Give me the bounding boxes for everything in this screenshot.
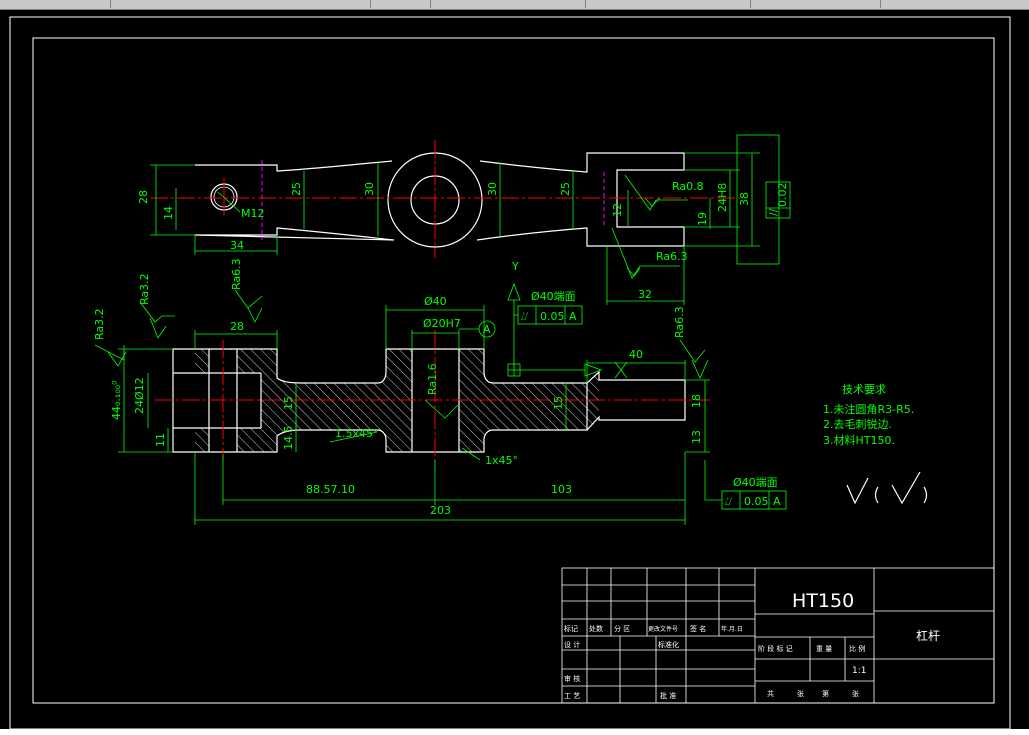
dim-d20h7: Ø20H7 xyxy=(423,317,461,330)
scale-value: 1:1 xyxy=(852,666,866,676)
tb-label-design: 设 计 xyxy=(564,640,580,649)
toolbar-segment[interactable] xyxy=(430,0,586,8)
status-strip xyxy=(0,729,1029,735)
fcf-bottom-symbol: ⌰ xyxy=(725,495,733,508)
tb-label-weight: 重 量 xyxy=(816,645,832,653)
inner-frame xyxy=(32,37,995,704)
top-view: 28 14 34 M12 25 30 30 25 12 19 24H8 38 3… xyxy=(137,134,791,305)
dim-11: 11 xyxy=(154,433,167,447)
dim-25-right: 25 xyxy=(559,182,572,196)
tb-label-standard: 标准化 xyxy=(658,640,679,649)
tb-label-change-doc: 更改文件号 xyxy=(648,625,678,633)
tb-label-review: 审 核 xyxy=(564,674,580,683)
dim-103: 103 xyxy=(551,483,572,496)
toolbar-segment[interactable] xyxy=(750,0,881,8)
title-block xyxy=(561,567,995,704)
datum-a-label: A xyxy=(483,323,491,336)
fcf-bottom-value: 0.05 xyxy=(744,495,769,508)
dim-30-right: 30 xyxy=(486,182,499,196)
dim-88-57-10: 88.57.10 xyxy=(306,483,355,496)
cad-toolbar-strip xyxy=(0,0,1029,10)
dim-24h8: 24H8 xyxy=(716,183,729,212)
fcf-top-symbol: ⌰ xyxy=(521,310,529,323)
axis-y-label: Y xyxy=(511,260,519,273)
fcf-top-datum: A xyxy=(569,310,577,323)
dim-d40: Ø40 xyxy=(424,295,447,308)
dim-12-top: 12 xyxy=(611,203,624,217)
roughness-ra63-a: Ra6.3 xyxy=(230,258,243,290)
fcf-bottom-label: Ø40端面 xyxy=(733,476,778,489)
chamfer-1x45: 1x45° xyxy=(485,454,518,467)
cad-drawing-canvas[interactable]: 28 14 34 M12 25 30 30 25 12 19 24H8 38 3… xyxy=(0,10,1029,729)
roughness-ra08: Ra0.8 xyxy=(672,180,704,193)
dim-32: 32 xyxy=(638,288,652,301)
dim-13: 13 xyxy=(690,430,703,444)
thread-m12: M12 xyxy=(241,207,265,220)
tb-label-scale: 比 例 xyxy=(849,644,865,653)
roughness-ra32-a: Ra3.2 xyxy=(93,308,106,340)
toolbar-segment[interactable] xyxy=(880,0,1029,8)
title-block-text: HT150 杠杆 1:1 标记 处数 分 区 更改文件号 签 名 年.月.日 设… xyxy=(564,590,940,700)
dim-30-left: 30 xyxy=(363,182,376,196)
dim-25-left: 25 xyxy=(290,182,303,196)
dim-19-top: 19 xyxy=(696,212,709,226)
dim-15-left: 15 xyxy=(282,396,295,410)
dim-15-right: 15 xyxy=(552,396,565,410)
tb-label-no: 第 xyxy=(822,689,829,698)
dim-14-5: 14.5 xyxy=(282,426,295,451)
tb-label-count: 处数 xyxy=(589,624,603,633)
dim-34-top: 34 xyxy=(230,239,244,252)
roughness-ra63-top: Ra6.3 xyxy=(656,250,688,263)
dim-203: 203 xyxy=(430,504,451,517)
toolbar-segment[interactable] xyxy=(110,0,371,8)
general-roughness-symbol xyxy=(846,471,928,505)
dim-28-front: 28 xyxy=(230,320,244,333)
note-item-1: 1.未注圆角R3-R5. xyxy=(823,402,914,416)
note-item-2: 2.去毛刺锐边. xyxy=(823,417,892,431)
chamfer-1-5x45: 1.5x45° xyxy=(335,427,379,440)
tb-label-sheets: 张 xyxy=(797,689,804,698)
front-section-view: Y 28 Ø40 Ø20H7 40 44₀.₁₀₀⁰ 24Ø12 11 15 1… xyxy=(93,258,787,525)
dim-40-right: 40 xyxy=(629,348,643,361)
tb-label-sheet: 张 xyxy=(852,689,859,698)
tb-label-stage: 阶 段 标 记 xyxy=(758,644,793,653)
dim-44: 44₀.₁₀₀⁰ xyxy=(110,380,123,420)
tb-label-date: 年.月.日 xyxy=(721,625,743,633)
technical-notes: 技术要求 1.未注圆角R3-R5. 2.去毛刺锐边. 3.材料HT150. xyxy=(823,383,928,505)
toolbar-segment[interactable] xyxy=(585,0,751,8)
note-item-3: 3.材料HT150. xyxy=(823,433,895,447)
tb-label-mark: 标记 xyxy=(564,624,578,633)
outer-frame xyxy=(9,16,1011,729)
toolbar-segment[interactable] xyxy=(370,0,431,8)
tb-label-sign: 签 名 xyxy=(690,624,706,633)
dim-14-top: 14 xyxy=(162,206,175,220)
fcf-bottom-datum: A xyxy=(773,495,781,508)
dim-18: 18 xyxy=(690,394,703,408)
tb-label-approve: 批 准 xyxy=(660,691,676,700)
parallel-symbol-top: // xyxy=(767,208,780,216)
dim-38: 38 xyxy=(738,192,751,206)
tolerance-value-top: 0.02 xyxy=(776,183,789,208)
tb-label-total: 共 xyxy=(767,689,774,698)
tb-label-process: 工 艺 xyxy=(564,692,580,700)
toolbar-segment[interactable] xyxy=(0,0,111,8)
fcf-top-label: Ø40端面 xyxy=(531,290,576,303)
tb-label-zone: 分 区 xyxy=(614,624,630,633)
dim-24: 24Ø12 xyxy=(133,377,146,414)
dim-28-top: 28 xyxy=(137,190,150,204)
roughness-ra16: Ra1.6 xyxy=(426,363,439,395)
roughness-ra32-b: Ra3.2 xyxy=(138,273,151,305)
notes-title: 技术要求 xyxy=(842,383,886,396)
part-name: 杠杆 xyxy=(916,628,940,643)
fcf-top-value: 0.05 xyxy=(540,310,565,323)
material-text: HT150 xyxy=(792,590,854,612)
roughness-ra63-b: Ra6.3 xyxy=(673,306,686,338)
